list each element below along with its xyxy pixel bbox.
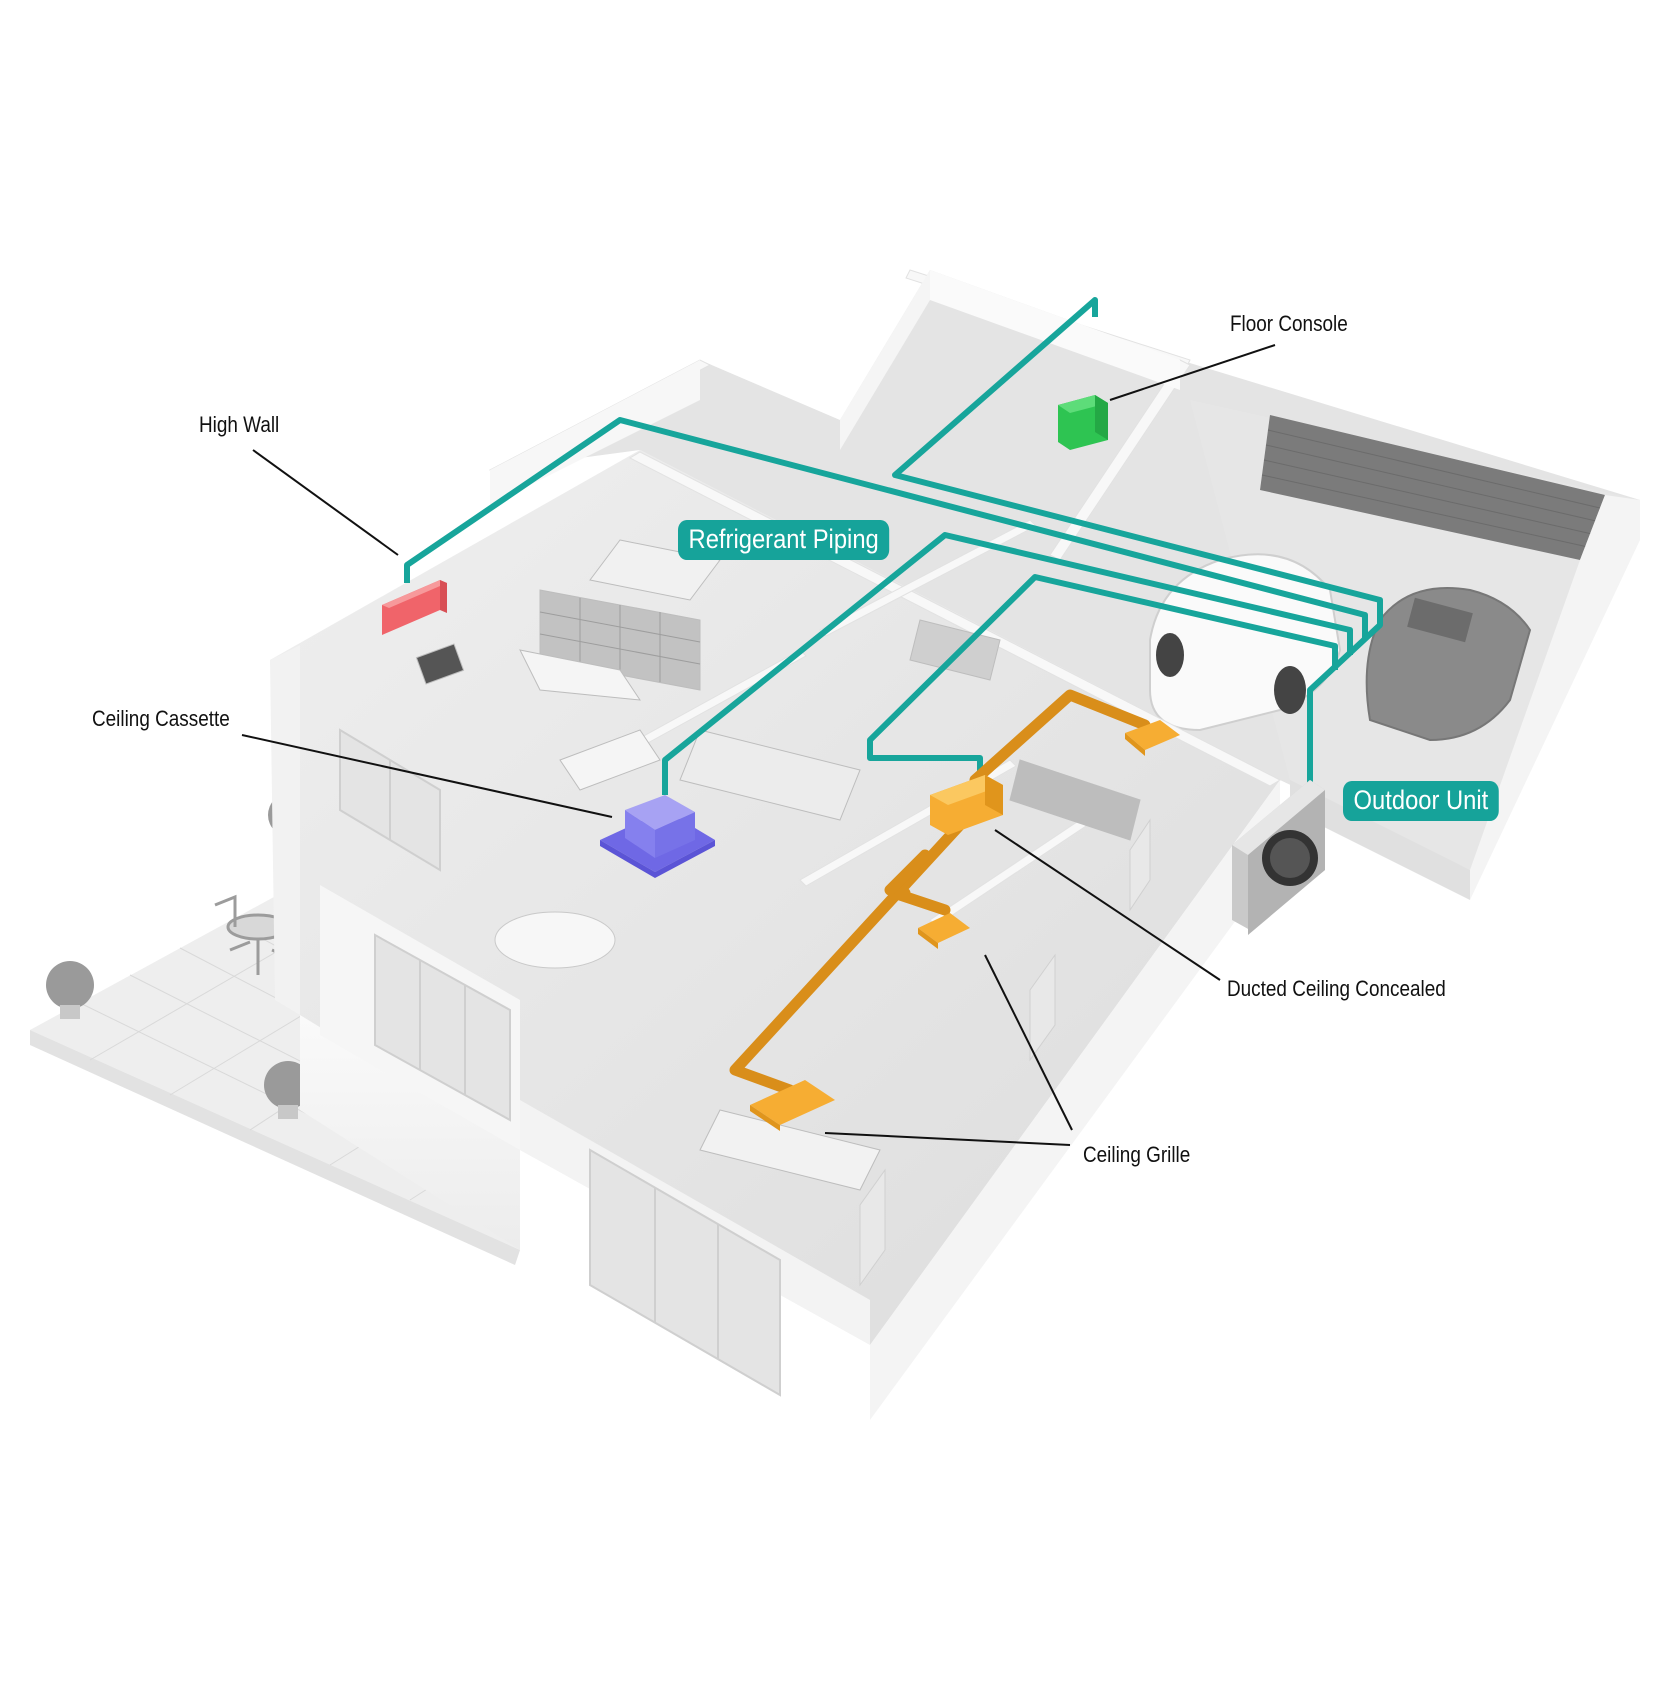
high-wall-unit xyxy=(382,580,447,635)
refrigerant-piping xyxy=(404,297,1383,795)
ceiling-cassette-unit xyxy=(600,795,715,878)
ducted-concealed-unit xyxy=(930,775,1003,835)
label-high-wall: High Wall xyxy=(199,412,280,437)
leader-grille-2 xyxy=(824,1132,1071,1146)
leader-high-wall xyxy=(252,449,399,556)
label-outdoor-unit: Outdoor Unit xyxy=(1343,781,1499,821)
leader-grille-1 xyxy=(984,954,1073,1131)
label-floor-console: Floor Console xyxy=(1230,311,1348,336)
label-refrigerant-piping: Refrigerant Piping xyxy=(678,520,890,560)
leader-lines xyxy=(241,344,1276,1146)
ducting xyxy=(729,689,1151,1096)
leader-ceiling-cassette xyxy=(241,734,613,818)
outdoor-unit xyxy=(1232,780,1325,935)
label-ceiling-cassette: Ceiling Cassette xyxy=(92,706,230,731)
leader-ducted xyxy=(994,829,1221,981)
indoor-units xyxy=(382,395,1180,1131)
ceiling-grilles xyxy=(750,720,1180,1131)
label-ceiling-grille: Ceiling Grille xyxy=(1083,1142,1191,1167)
leader-floor-console xyxy=(1109,344,1276,401)
floor-console-unit xyxy=(1058,395,1108,450)
label-ducted-ceiling-concealed: Ducted Ceiling Concealed xyxy=(1227,976,1446,1001)
exterior-walls xyxy=(270,270,1280,1420)
